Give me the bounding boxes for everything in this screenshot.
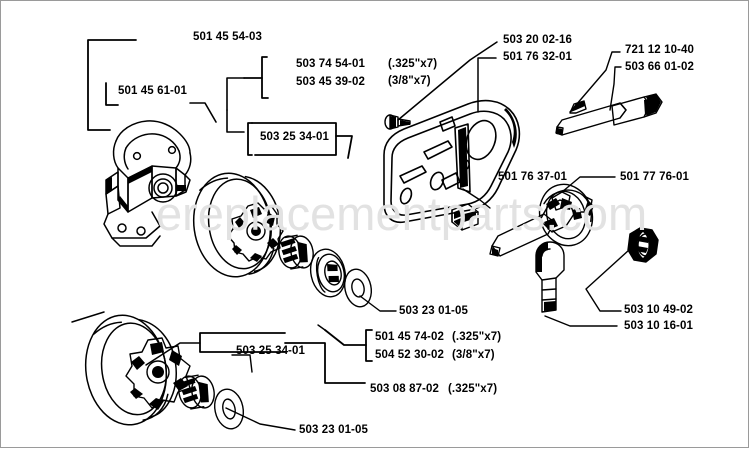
part-guide-plate-fill (458, 108, 517, 188)
label-tensioner-pin: 503 66 01-02 (625, 61, 694, 73)
leader-bracket-clutch-assembly (87, 39, 137, 131)
part-rim-sprocket-lower-fill (130, 342, 188, 410)
label-clutch-spring: 501 45 61-01 (118, 85, 187, 97)
leader-tensioner-pin (609, 66, 622, 111)
part-rim-sprocket-lower (125, 337, 191, 409)
part-needle-bearing-upper-fill (280, 238, 308, 264)
part-chain-catcher-screw-fill (390, 116, 410, 128)
part-clutch-drum-lower (84, 314, 177, 426)
part-clutch-assembly (103, 120, 192, 247)
part-needle-bearing-lower-fill (180, 378, 209, 404)
label-needle-bearing-lower: 503 25 34-01 (236, 345, 305, 357)
part-clip-fill (454, 209, 476, 228)
leader-lever (544, 315, 618, 327)
leader-nut (585, 249, 630, 312)
leader-drum-down (226, 77, 245, 111)
part-clutch-assembly-fill (106, 166, 186, 212)
leader-drum-lower-body (71, 311, 105, 323)
leader-screw (397, 41, 498, 121)
leader-guide-plate (477, 57, 497, 113)
part-bearing-ring-upper-fill (327, 264, 339, 283)
part-lever-fill (536, 242, 556, 311)
leader-washer-lower (225, 407, 296, 431)
label-clutch-assembly: 501 45 54-03 (193, 31, 262, 43)
leader-bracket-drum-lower (199, 332, 366, 384)
label-nut: 503 10 49-02 (624, 304, 693, 316)
label-rim-sprocket-38: 504 52 30-02 (375, 349, 444, 361)
label-drum-38: 503 45 39-02 (296, 76, 365, 88)
label-washer-lower: 503 23 01-05 (299, 424, 368, 436)
label-drum-lower-spec: (.325"x7) (448, 383, 498, 395)
label-tensioner-body: 501 77 76-01 (620, 171, 689, 183)
label-drum-325: 503 74 54-01 (296, 58, 365, 70)
leader-washer-upper (359, 295, 397, 312)
label-drum-lower: 503 08 87-02 (370, 383, 439, 395)
label-spec-38: (3/8"x7) (388, 75, 431, 87)
label-rim-sprocket-325-spec: (.325"x7) (452, 331, 502, 343)
label-guide-plate: 501 76 32-01 (503, 51, 572, 63)
leader-tensioner-body (561, 176, 616, 193)
part-tensioner-screw-fill (556, 94, 661, 135)
leader-rim-sprocket-tip (317, 324, 326, 331)
label-needle-bearing-upper: 503 25 34-01 (260, 131, 329, 143)
part-guide-plate (383, 99, 521, 224)
leader-needle-bearing-lower (231, 354, 253, 373)
label-spec-325: (.325"x7) (388, 58, 438, 70)
leader-drum-to-bracket (226, 109, 245, 133)
part-clutch-drum-upper-sprocket (227, 202, 284, 262)
label-lever: 503 10 16-01 (624, 320, 693, 332)
leader-drum-lower (145, 342, 201, 366)
part-needle-bearing-lower (178, 374, 215, 410)
label-rim-sprocket-325: 501 45 74-02 (375, 331, 444, 343)
part-clutch-drum-upper-sprocket-fill (232, 207, 279, 262)
label-tensioner-screw: 721 12 10-40 (625, 44, 694, 56)
leader-bracket-needle-bearing-upper (247, 122, 353, 159)
part-washer-lower (213, 388, 245, 430)
part-tensioner-body-fill (492, 198, 594, 256)
leader-bracket-drum (243, 56, 269, 99)
leader-bracket-rim-sprocket (324, 329, 373, 362)
part-bearing-ring-upper (309, 248, 347, 298)
leader-bracket-clutch-spring (105, 82, 119, 106)
leader-tensioner-screw (569, 51, 621, 113)
label-washer-upper: 503 23 01-05 (399, 305, 468, 317)
leader-clutch-spring (189, 102, 217, 123)
label-rim-sprocket-38-spec: (3/8"x7) (452, 349, 495, 361)
label-chain-catcher-screw: 503 20 02-16 (503, 34, 572, 46)
part-nut-fill (628, 228, 658, 262)
part-washer-upper (343, 268, 373, 308)
label-clip: 501 76 37-01 (498, 171, 567, 183)
